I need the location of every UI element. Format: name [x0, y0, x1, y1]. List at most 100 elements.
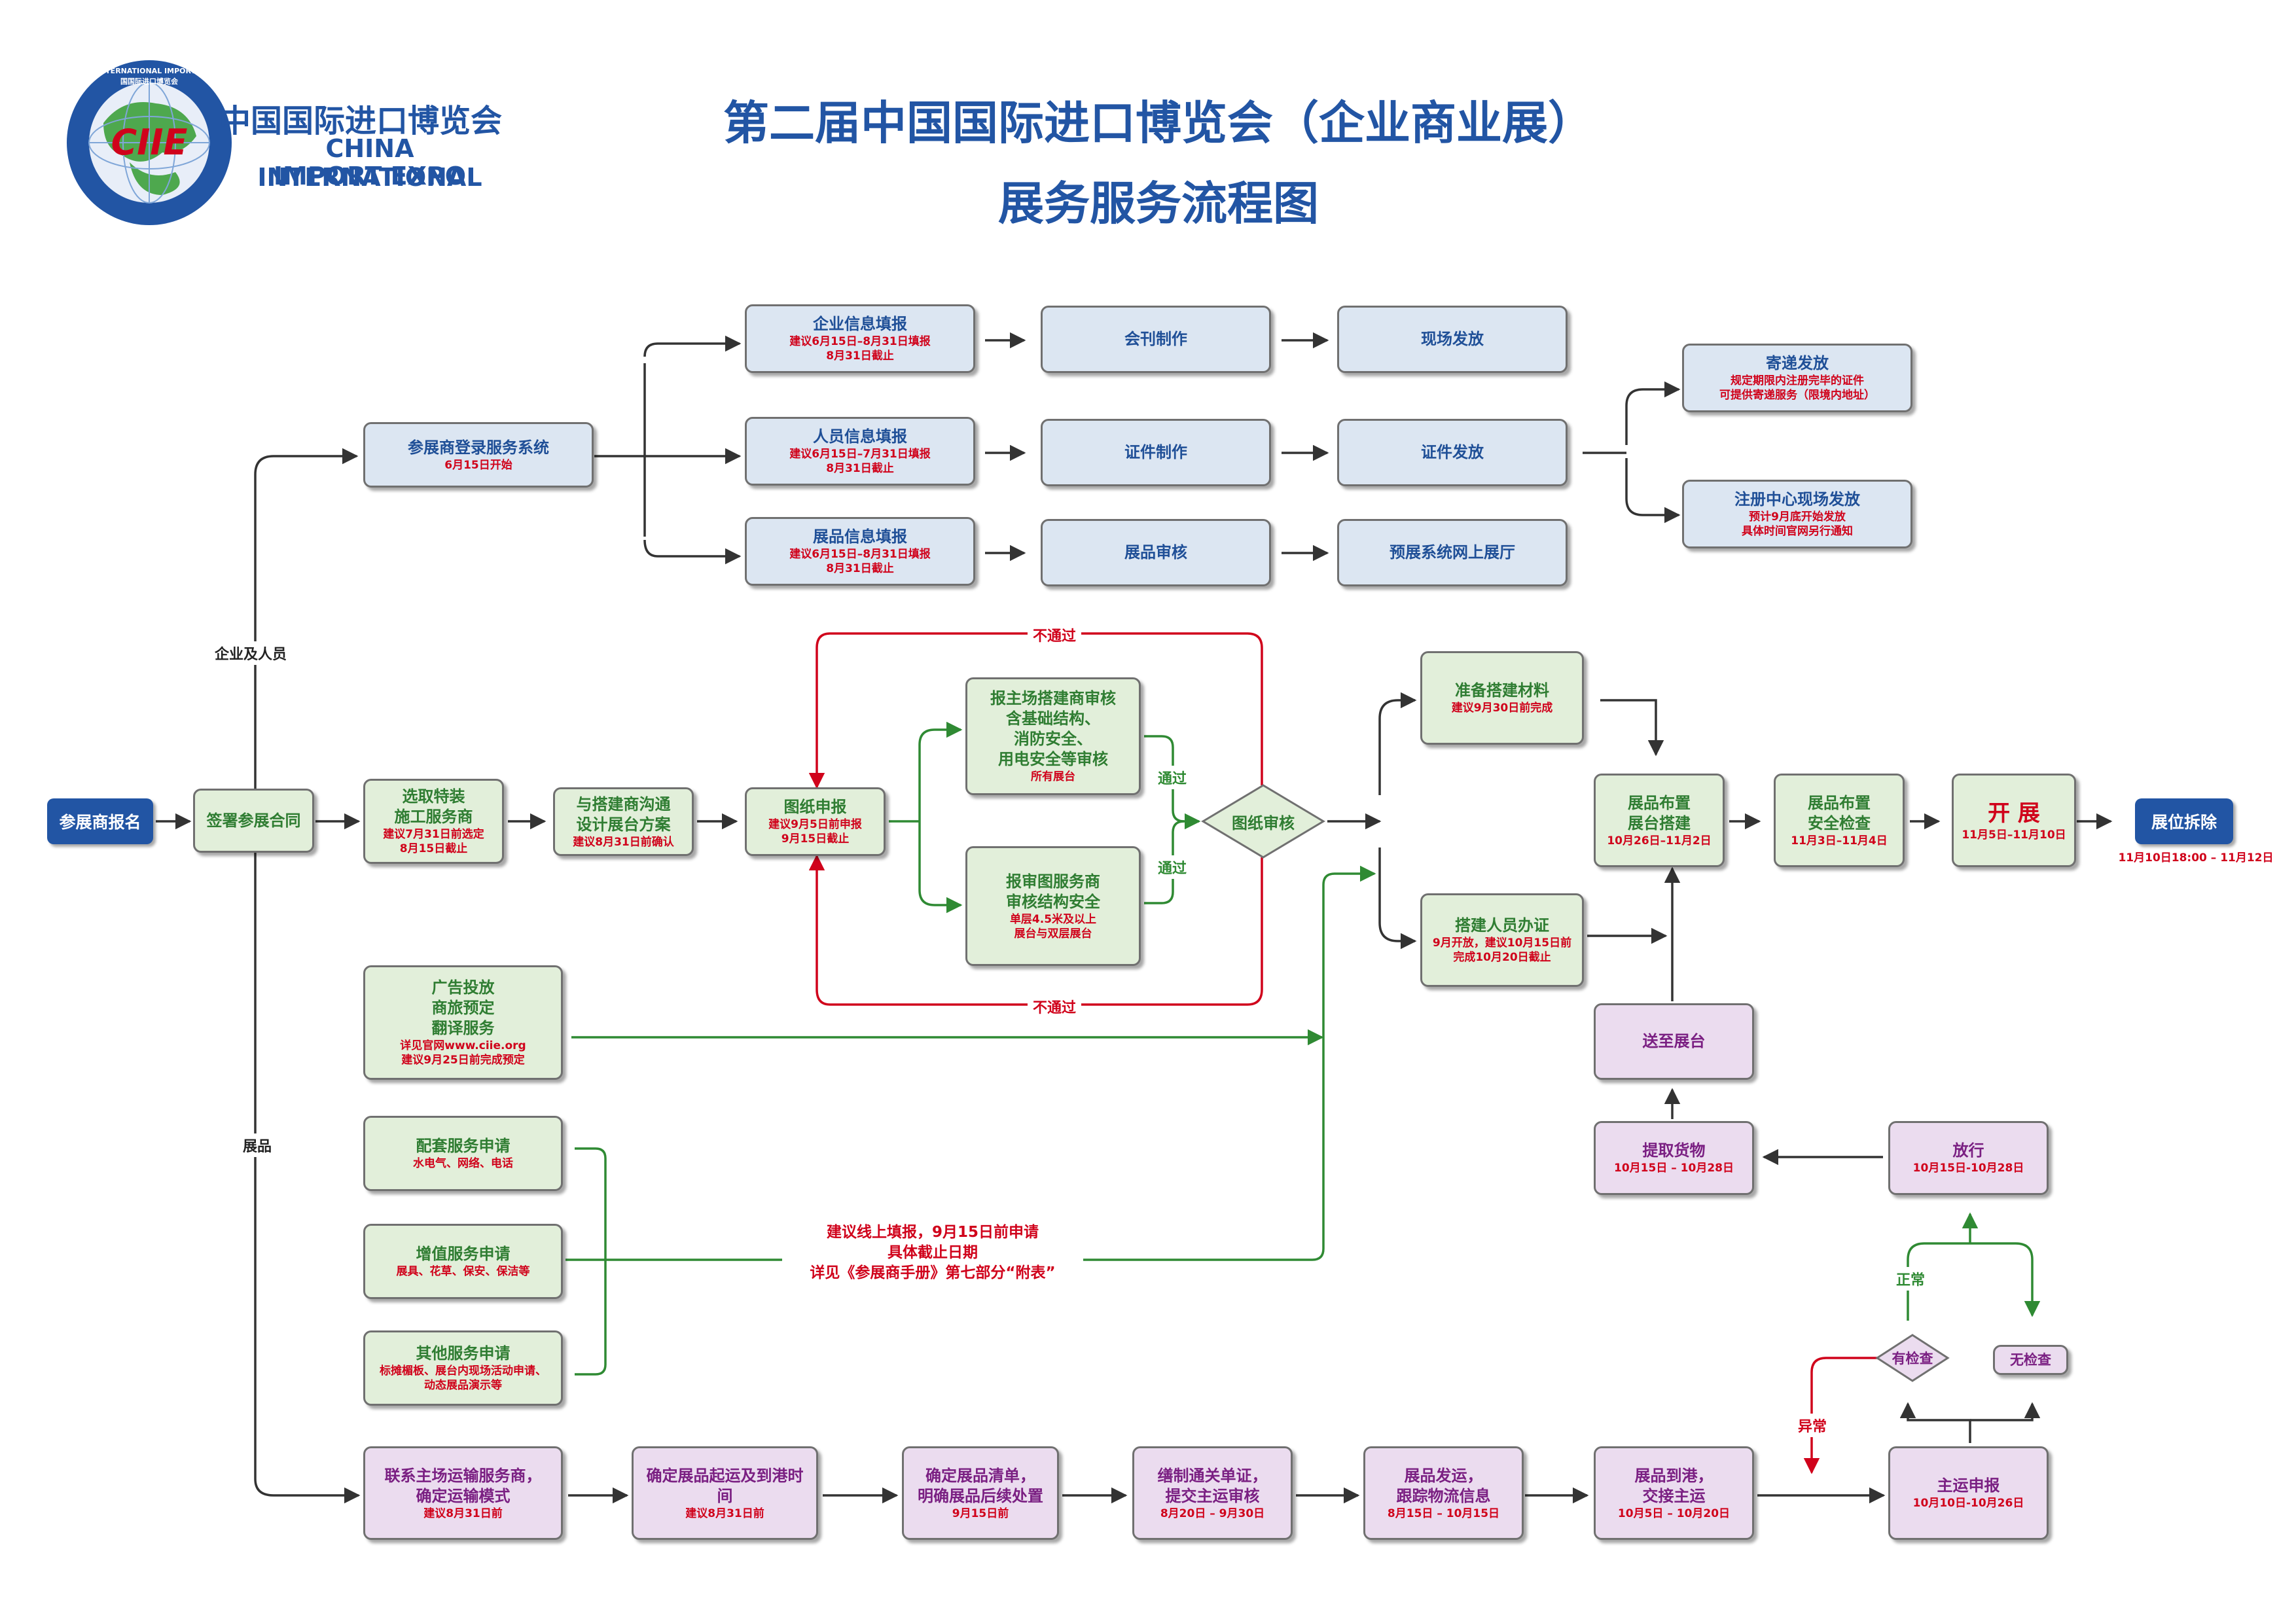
- mail-issue-note1: 规定期限内注册完毕的证件: [1731, 374, 1864, 387]
- shipping-box: 展品发运， 跟踪物流信息 8月15日 – 10月15日: [1363, 1446, 1524, 1540]
- arrow-split-main: [918, 721, 963, 821]
- declare-box: 主运申报 10月10日-10月26日: [1888, 1446, 2049, 1540]
- support-service-note: 水电气、网络、电话: [413, 1157, 513, 1170]
- deliver-booth-box: 送至展台: [1594, 1003, 1754, 1080]
- declare-title: 主运申报: [1937, 1476, 2000, 1495]
- service-note-line1: 建议线上填报，9月15日前申请: [826, 1224, 1039, 1241]
- other-service-box: 其他服务申请 标摊楣板、展台内现场活动申请、 动态展品演示等: [363, 1330, 563, 1406]
- exhibit-info-title: 展品信息填报: [813, 527, 907, 546]
- ads-note1: 详见官网www.ciie.org: [400, 1039, 526, 1052]
- builder-pass-box: 搭建人员办证 9月开放，建议10月15日前 完成10月20日截止: [1420, 893, 1584, 987]
- release-title: 放行: [1952, 1141, 1984, 1160]
- transport-contact-box: 联系主场运输服务商， 确定运输模式 建议8月31日前: [363, 1446, 563, 1540]
- arrival-title1: 展品到港，: [1634, 1466, 1713, 1485]
- arrow-to-prep: [1378, 692, 1417, 795]
- exhibit-list-title1: 确定展品清单，: [925, 1466, 1035, 1485]
- onsite-issue-title: 现场发放: [1421, 330, 1484, 348]
- exhibit-list-title2: 明确展品后续处置: [918, 1486, 1043, 1505]
- center-issue-title: 注册中心现场发放: [1734, 490, 1860, 508]
- customs-title2: 提交主运审核: [1165, 1486, 1260, 1505]
- center-issue-note2: 具体时间官网另行通知: [1742, 525, 1853, 538]
- safety-check-box: 展品布置 安全检查 11月3日–11月4日: [1774, 774, 1905, 867]
- arrival-box: 展品到港， 交接主运 10月5日 – 10月20日: [1594, 1446, 1754, 1540]
- customs-title1: 缮制通关单证，: [1157, 1466, 1268, 1485]
- label-normal: 正常: [1893, 1267, 1928, 1291]
- main-review-title3: 消防安全、: [1014, 730, 1092, 748]
- ship-time-note: 建议8月31日前: [685, 1507, 764, 1520]
- online-hall-box: 预展系统网上展厅: [1337, 519, 1568, 586]
- pickup-title: 提取货物: [1642, 1141, 1706, 1160]
- no-inspect-title: 无检查: [2010, 1351, 2051, 1368]
- main-review-title1: 报主场搭建商审核: [990, 689, 1116, 707]
- builder-pass-note2: 完成10月20日截止: [1453, 951, 1551, 964]
- arrival-title2: 交接主运: [1642, 1486, 1706, 1505]
- select-builder-note2: 8月15日截止: [399, 842, 468, 855]
- register-pill: 参展商报名: [47, 798, 153, 844]
- release-box: 放行 10月15日-10月28日: [1888, 1121, 2049, 1195]
- main-review-title2: 含基础结构、: [1006, 709, 1100, 728]
- contract-title: 签署参展合同: [206, 811, 301, 830]
- main-review-note: 所有展台: [1031, 770, 1075, 783]
- label-fail-bottom: 不通过: [1028, 995, 1082, 1018]
- line-pass-bottom: [1144, 820, 1185, 904]
- select-builder-title2: 施工服务商: [394, 808, 473, 826]
- prep-material-note: 建议9月30日前完成: [1451, 702, 1553, 715]
- login-note: 6月15日开始: [444, 458, 512, 472]
- line-declare-up: [1899, 1402, 1971, 1443]
- arrow-split-mail: [1625, 381, 1681, 445]
- online-hall-title: 预展系统网上展厅: [1390, 543, 1515, 562]
- structure-review-note1: 单层4.5米及以上: [1009, 912, 1097, 926]
- mail-issue-box: 寄递发放 规定期限内注册完毕的证件 可提供寄递服务（限境内地址）: [1682, 344, 1912, 412]
- service-note: 建议线上填报，9月15日前申请 具体截止日期 详见《参展商手册》第七部分“附表”: [782, 1222, 1083, 1283]
- ads-note2: 建议9月25日前完成预定: [401, 1054, 525, 1067]
- service-note-line3: 详见《参展商手册》第七部分“附表”: [810, 1264, 1056, 1281]
- logo-en-line2: IMPORT EXPO: [273, 162, 467, 190]
- exhibit-review-box: 展品审核: [1041, 519, 1271, 586]
- label-pass-bottom: 通过: [1155, 855, 1190, 879]
- declare-note: 10月10日-10月26日: [1912, 1497, 2024, 1510]
- label-fail-top: 不通过: [1028, 623, 1082, 647]
- drawing-submit-box: 图纸申报 建议9月5日前申报 9月15日截止: [745, 787, 886, 856]
- service-note-line2: 具体截止日期: [888, 1244, 978, 1261]
- support-service-box: 配套服务申请 水电气、网络、电话: [363, 1116, 563, 1191]
- catalog-title: 会刊制作: [1124, 330, 1187, 348]
- ads-title2: 商旅预定: [431, 999, 495, 1017]
- mail-issue-title: 寄递发放: [1766, 354, 1829, 372]
- diamond-inspect: [1875, 1334, 1950, 1382]
- arrow-split-center: [1625, 458, 1681, 524]
- opening-title: 开 展: [1988, 800, 2040, 827]
- ads-title1: 广告投放: [431, 978, 495, 997]
- opening-box: 开 展 11月5日–11月10日: [1952, 774, 2076, 867]
- select-builder-title1: 选取特装: [402, 787, 465, 806]
- cert-issue-box: 证件发放: [1337, 419, 1568, 486]
- deliver-booth-title: 送至展台: [1642, 1032, 1706, 1050]
- logo-ring-text: CHINA INTERNATIONAL IMPORT EXPO 中国国际进口博览…: [68, 67, 230, 86]
- arrow-branch-exhibit: [643, 539, 742, 565]
- builder-pass-title: 搭建人员办证: [1455, 916, 1549, 935]
- safety-check-title2: 安全检查: [1808, 813, 1871, 832]
- design-note: 建议8月31日前确认: [573, 835, 674, 849]
- main-review-title4: 用电安全等审核: [998, 750, 1108, 768]
- select-builder-box: 选取特装 施工服务商 建议7月31日前选定 8月15日截止: [363, 779, 504, 864]
- booth-build-box: 展品布置 展台搭建 10月26日–11月2日: [1594, 774, 1725, 867]
- inspect-label: 有检查: [1892, 1351, 1933, 1366]
- label-abnormal: 异常: [1795, 1414, 1830, 1437]
- logo-en-line1: CHINA INTERNATIONAL: [257, 134, 482, 192]
- release-note: 10月15日-10月28日: [1912, 1162, 2024, 1175]
- cert-make-title: 证件制作: [1124, 443, 1187, 461]
- design-box: 与搭建商沟通 设计展台方案 建议8月31日前确认: [553, 787, 694, 856]
- ship-time-title: 确定展品起运及到港时间: [646, 1466, 804, 1505]
- booth-build-title2: 展台搭建: [1628, 813, 1691, 832]
- arrow-prep-build: [1600, 699, 1664, 757]
- personnel-info-box: 人员信息填报 建议6月15日–7月31日填报 8月31日截止: [745, 417, 975, 486]
- dismantle-note: 11月10日18:00 – 11月12日: [2118, 851, 2274, 865]
- diamond-drawing-audit: [1201, 784, 1325, 859]
- line-services-bracket: [575, 1147, 607, 1376]
- label-exhibits: 展品: [239, 1133, 276, 1157]
- cert-make-box: 证件制作: [1041, 419, 1271, 486]
- page-title: 第二届中国国际进口博览会（企业商业展）: [723, 96, 1594, 150]
- drawing-audit-label: 图纸审核: [1232, 813, 1295, 832]
- onsite-issue-box: 现场发放: [1337, 306, 1568, 373]
- select-builder-note1: 建议7月31日前选定: [383, 828, 484, 841]
